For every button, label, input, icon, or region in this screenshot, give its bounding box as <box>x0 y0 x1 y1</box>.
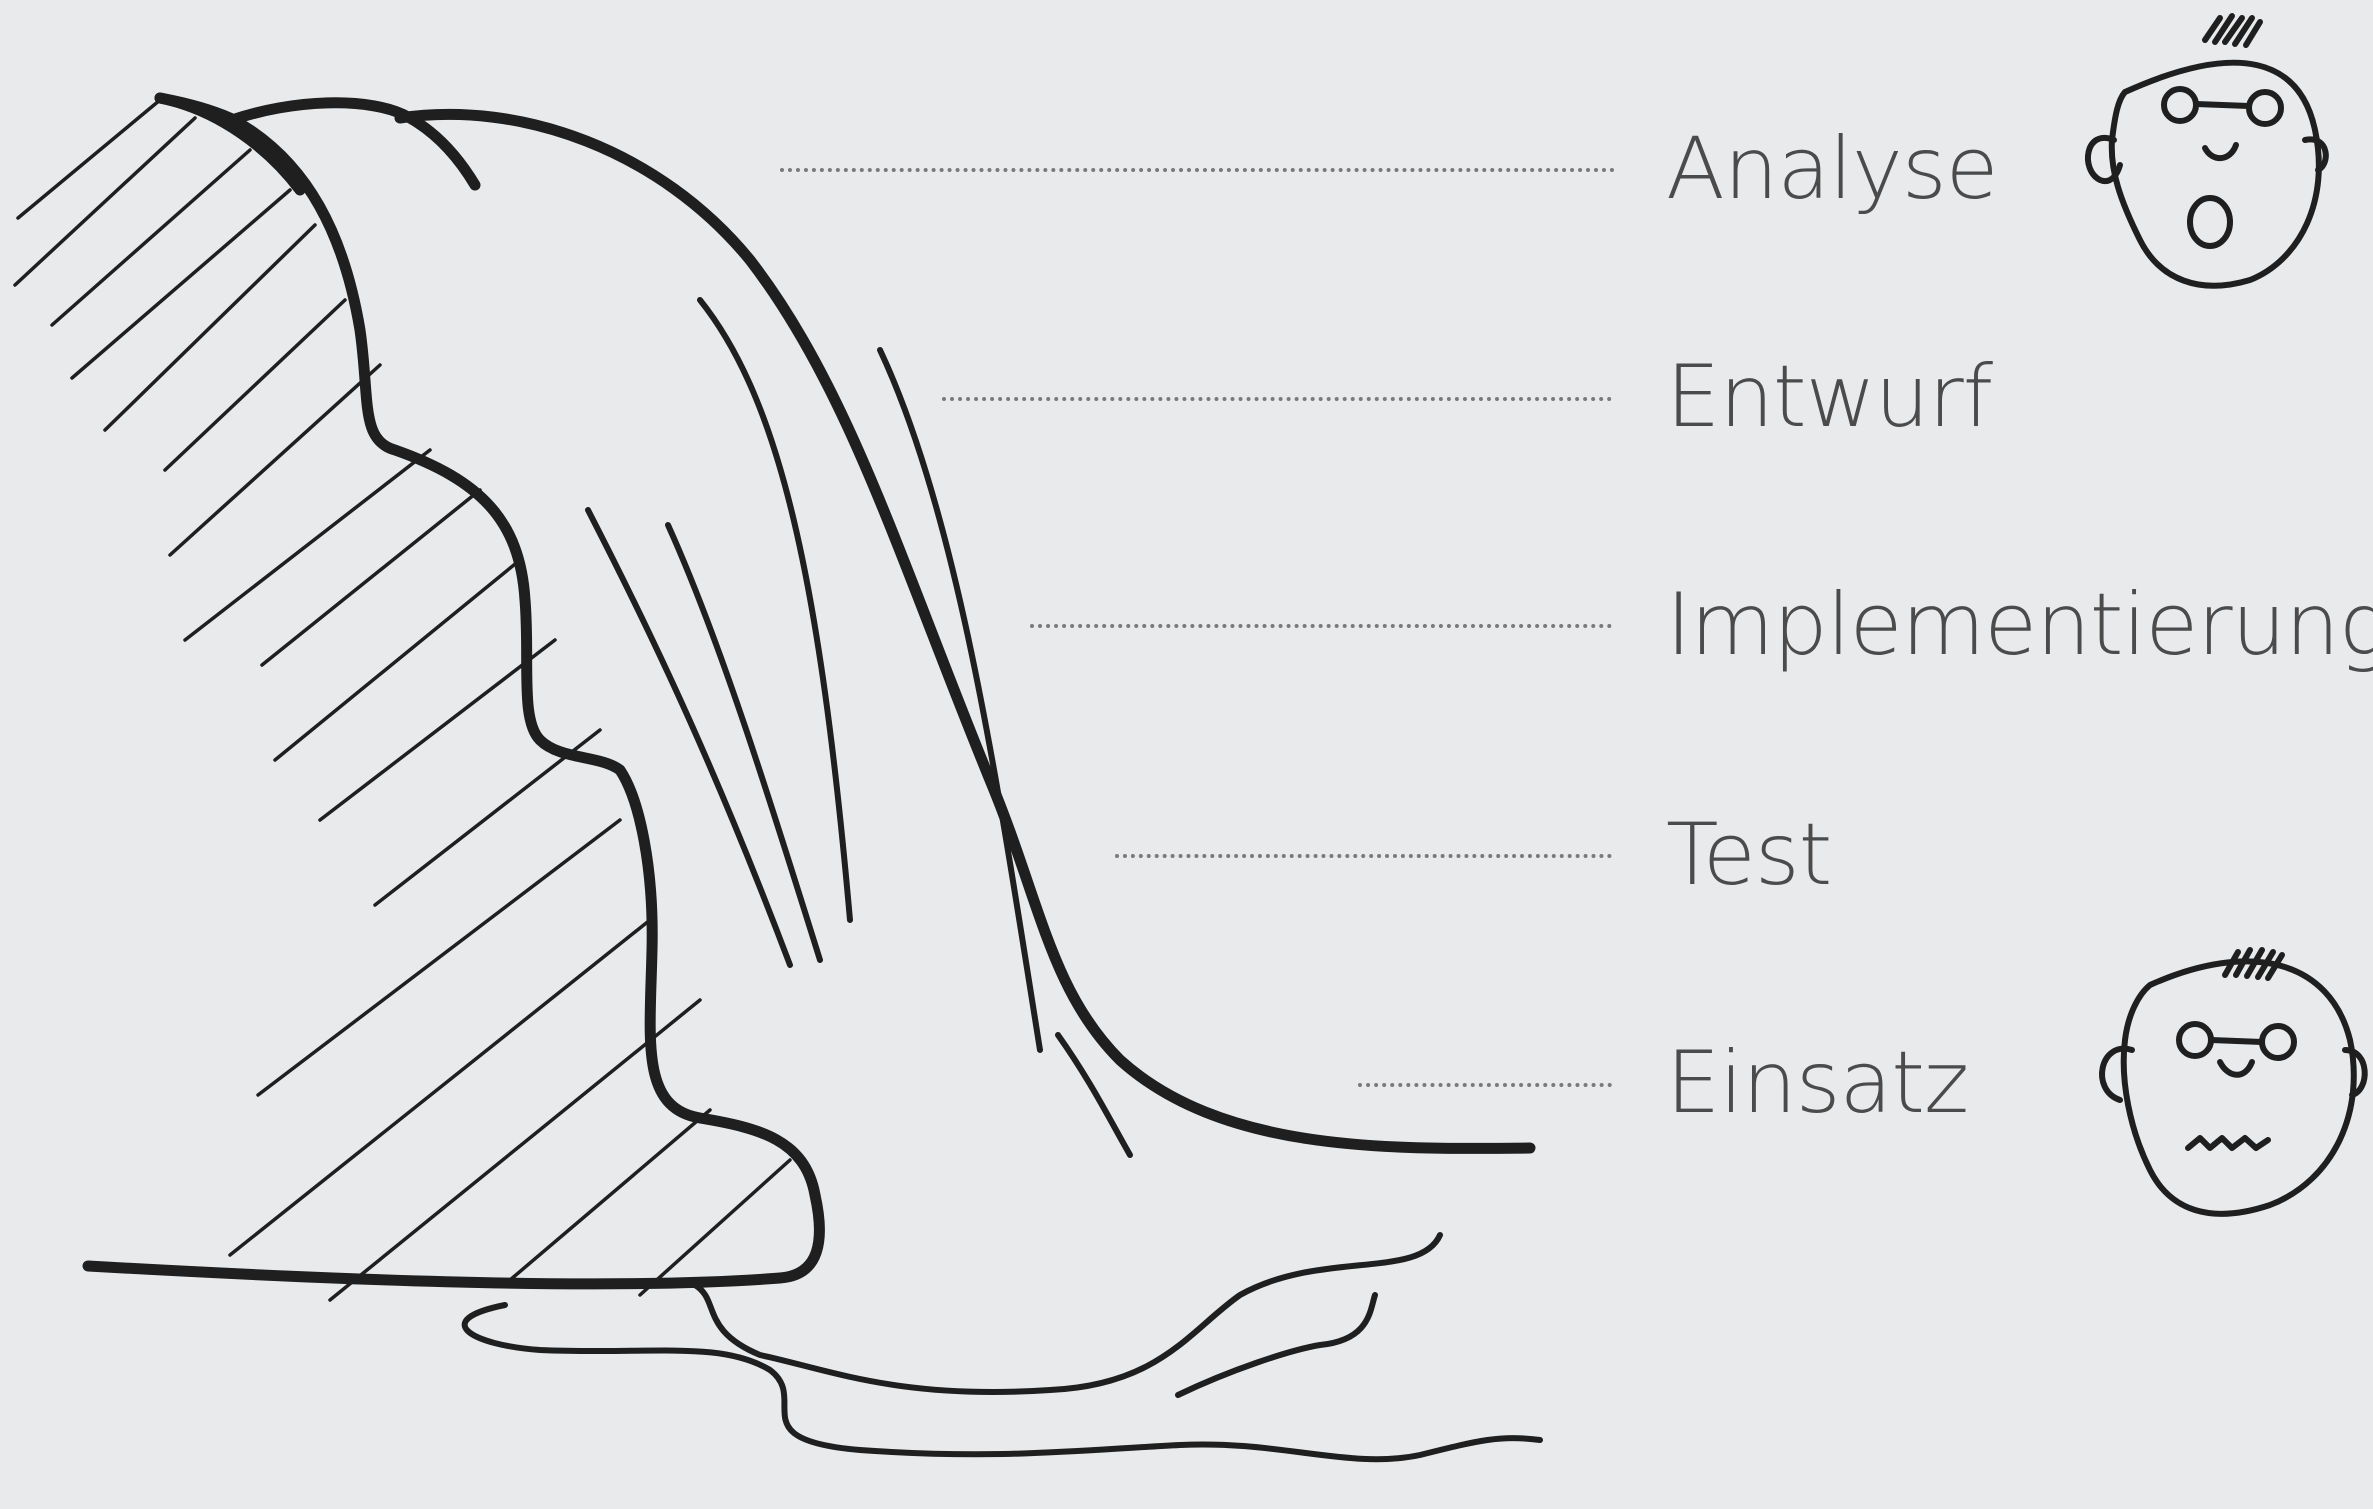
surprised-face-icon <box>2084 13 2329 289</box>
phase-dotted-line-implementierung <box>1030 624 1612 628</box>
phase-dotted-line-analyse <box>780 168 1615 172</box>
phase-dotted-line-einsatz <box>1358 1083 1612 1087</box>
worried-face-icon <box>2099 947 2368 1217</box>
phase-label-analyse: Analyse <box>1666 119 1999 219</box>
water-pool <box>461 1232 1543 1463</box>
phase-dotted-line-entwurf <box>942 397 1612 401</box>
phase-dotted-line-test <box>1115 854 1612 858</box>
phase-label-entwurf: Entwurf <box>1666 347 1993 447</box>
phase-label-test: Test <box>1666 805 1832 905</box>
waterfall <box>82 92 1536 1290</box>
phase-label-einsatz: Einsatz <box>1666 1033 1969 1133</box>
cliff-hatching <box>13 98 792 1302</box>
phase-label-implementierung: Implementierung <box>1666 575 2373 675</box>
